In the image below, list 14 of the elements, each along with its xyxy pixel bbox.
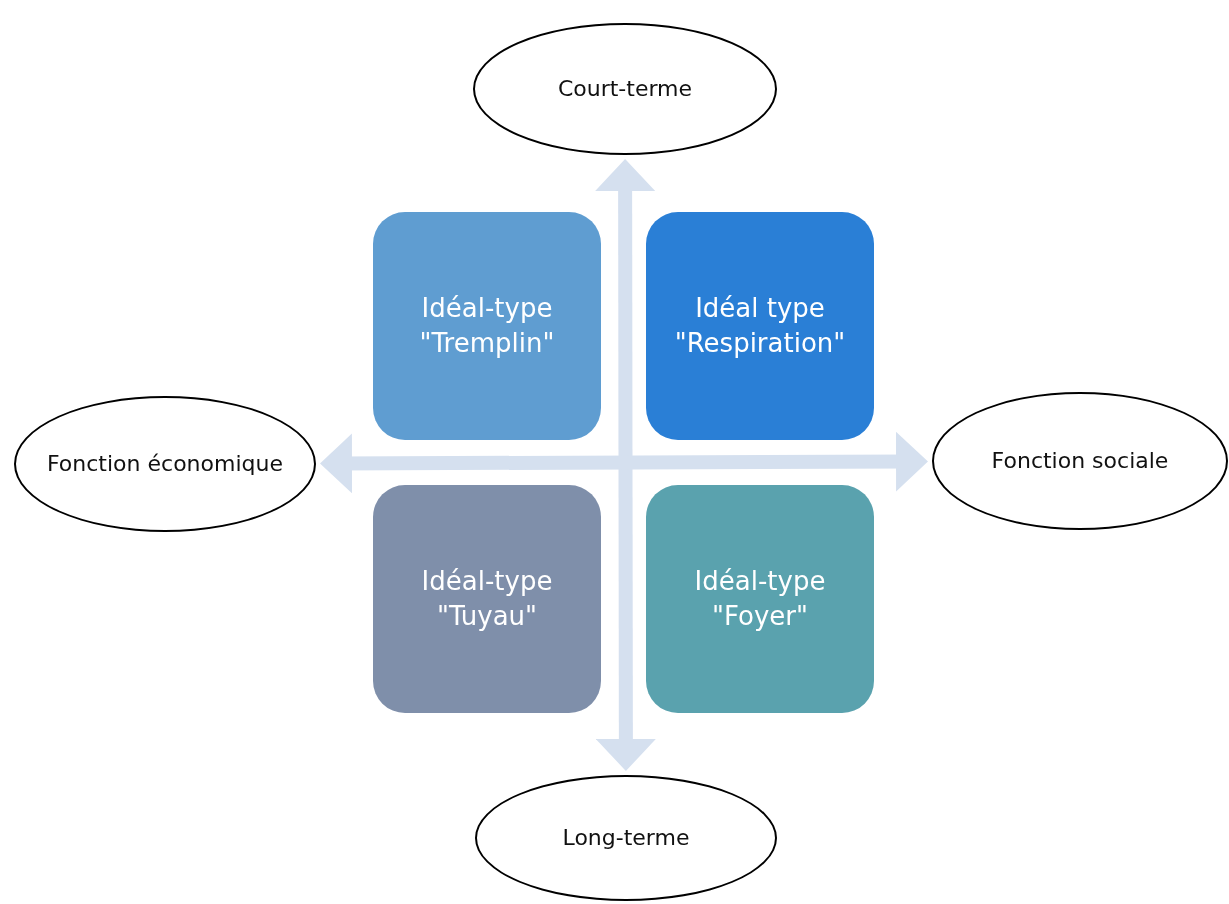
quadrant-box — [373, 485, 601, 713]
node-label: Idéal type "Respiration" — [673, 291, 847, 360]
quadrant-box — [646, 212, 874, 440]
node-label: Fonction économique — [47, 449, 283, 478]
node-label: Fonction sociale — [991, 446, 1169, 475]
node-label: Court-terme — [557, 74, 693, 103]
node-label: Idéal-type "Tremplin" — [418, 291, 556, 360]
quadrant-box — [373, 212, 601, 440]
quadrant-box — [646, 485, 874, 713]
node-label: Idéal-type "Foyer" — [693, 564, 827, 633]
double-headed-arrow — [595, 159, 656, 771]
node-label: Idéal-type "Tuyau" — [420, 564, 554, 633]
node-label: Long-terme — [562, 823, 690, 852]
double-headed-arrow — [320, 431, 928, 494]
